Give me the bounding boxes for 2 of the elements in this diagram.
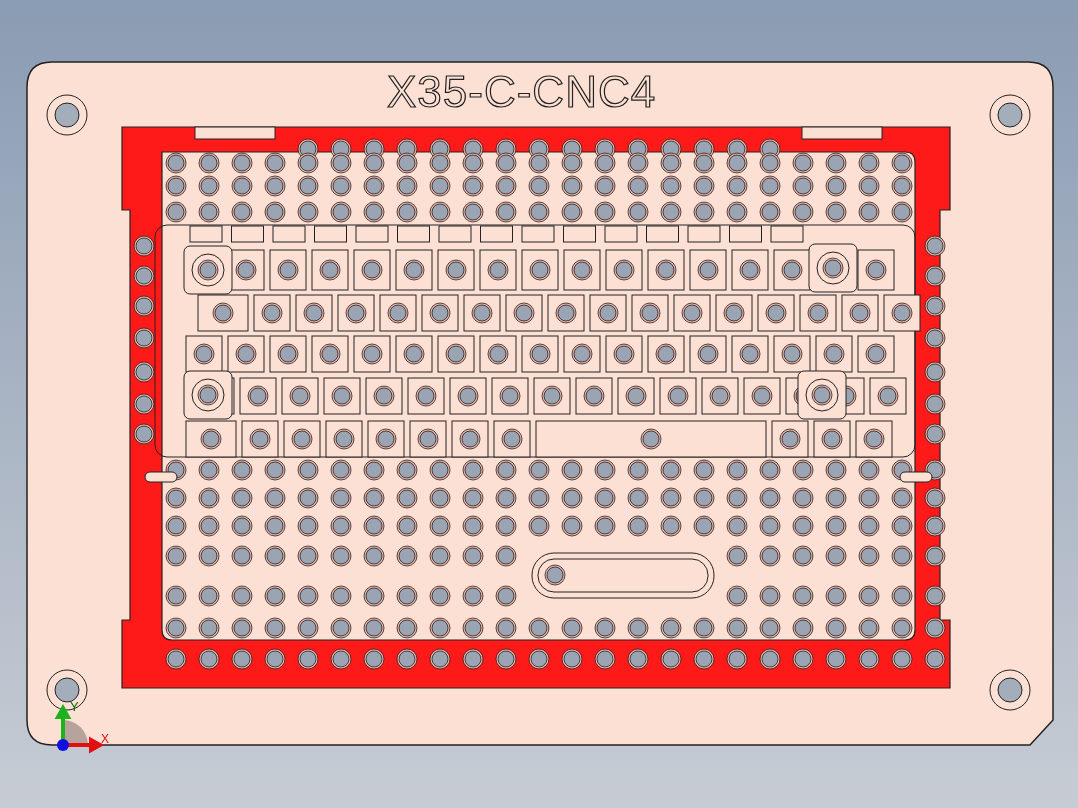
axis-label: X bbox=[101, 733, 109, 745]
plate-engraving: X35-C-CNC4 bbox=[387, 70, 657, 114]
